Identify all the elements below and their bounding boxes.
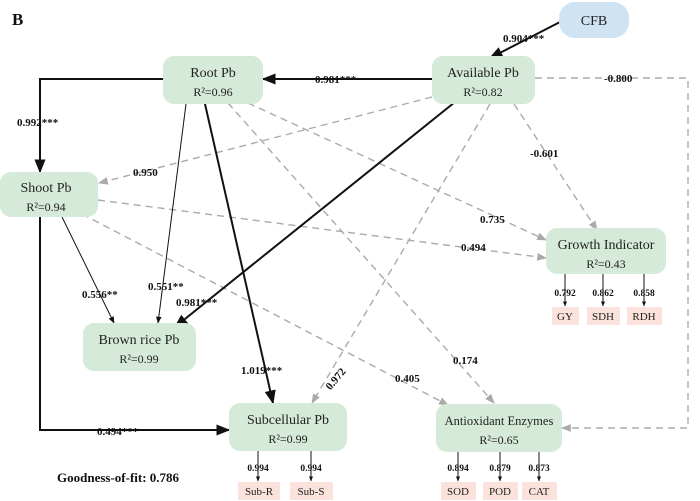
loading-gy: 0.792: [554, 289, 576, 299]
growth-indicators: 0.792 GY 0.862 SDH 0.858 RDH: [552, 274, 662, 325]
coef-available-subcell: 0.972: [323, 366, 348, 393]
goodness-of-fit: Goodness-of-fit: 0.786: [57, 470, 180, 485]
edge-root-subcell: [204, 103, 276, 405]
antiox-indicators: 0.894 SOD 0.879 POD 0.873 CAT: [441, 452, 557, 500]
node-antiox-r2: R²=0.65: [479, 433, 518, 447]
edge-root-growth: [247, 102, 547, 241]
coef-root-shoot: 0.992***: [17, 117, 59, 129]
loading-sdh: 0.862: [592, 289, 614, 299]
coef-shoot-growth: 0.494: [461, 242, 486, 254]
edge-cfb-available: [488, 21, 561, 59]
node-shoot-title: Shoot Pb: [21, 181, 72, 196]
coef-shoot-subcell: 0.494***: [97, 426, 139, 438]
node-subcellular-pb: Subcellular Pb R²=0.99: [229, 403, 347, 451]
node-growth-r2: R²=0.43: [586, 257, 625, 271]
node-cfb: CFB: [559, 2, 629, 38]
indicator-sub-r: Sub-R: [245, 486, 274, 498]
loading-rdh: 0.858: [633, 289, 655, 299]
dashed-edges: [81, 77, 689, 432]
node-growth-title: Growth Indicator: [558, 238, 655, 253]
coef-root-subcell: 1.019***: [241, 365, 283, 377]
indicator-sdh: SDH: [592, 311, 614, 323]
coef-available-brown: 0.981***: [176, 297, 218, 309]
loading-pod: 0.879: [489, 464, 511, 474]
node-root-pb: Root Pb R²=0.96: [163, 56, 263, 104]
node-brown-title: Brown rice Pb: [99, 333, 180, 348]
edge-available-brown: [173, 101, 456, 328]
edge-available-growth: [513, 103, 598, 231]
indicator-cat: CAT: [529, 486, 550, 498]
edge-shoot-subcell: [39, 217, 231, 436]
coef-available-root: 0.981***: [315, 74, 357, 86]
panel-label: B: [12, 10, 23, 29]
edge-root-shoot: [34, 78, 163, 174]
loading-sub-r: 0.994: [247, 464, 269, 474]
node-subcell-r2: R²=0.99: [268, 432, 307, 446]
edge-root-antiox: [227, 102, 495, 404]
loading-cat: 0.873: [528, 464, 550, 474]
node-antioxidant-enzymes: Antioxidant Enzymes R²=0.65: [436, 404, 562, 452]
coef-root-growth: 0.735: [480, 214, 505, 226]
indicator-pod: POD: [489, 486, 511, 498]
node-shoot-r2: R²=0.94: [26, 200, 65, 214]
coef-available-antiox: -0.800: [604, 73, 633, 85]
solid-edges: [34, 21, 561, 436]
node-brown-r2: R²=0.99: [119, 352, 158, 366]
coef-shoot-brown: 0.556**: [82, 289, 118, 301]
edge-available-subcell: [311, 103, 491, 404]
indicator-gy: GY: [557, 311, 573, 323]
node-cfb-title: CFB: [581, 14, 607, 29]
loading-sub-s: 0.994: [300, 464, 322, 474]
indicator-sod: SOD: [447, 486, 469, 498]
coef-root-brown: 0.551**: [148, 281, 184, 293]
node-shoot-pb: Shoot Pb R²=0.94: [0, 172, 98, 217]
coef-available-shoot: 0.950: [133, 167, 158, 179]
edge-shoot-antiox: [81, 213, 449, 406]
coef-available-growth: -0.601: [530, 148, 558, 160]
edge-available-shoot: [98, 96, 433, 185]
subcell-indicators: 0.994 Sub-R 0.994 Sub-S: [238, 451, 333, 500]
indicator-rdh: RDH: [632, 311, 655, 323]
edge-root-brown: [156, 103, 187, 324]
node-root-title: Root Pb: [190, 66, 236, 81]
coef-root-antiox: 0.174: [453, 355, 478, 367]
coef-shoot-antiox: 0.405: [395, 373, 420, 385]
coefficient-labels: 0.904*** 0.981*** -0.800 0.992*** 0.950 …: [17, 33, 633, 438]
node-brown-rice-pb: Brown rice Pb R²=0.99: [83, 323, 196, 371]
node-growth-indicator: Growth Indicator R²=0.43: [546, 228, 666, 274]
node-antiox-title: Antioxidant Enzymes: [445, 414, 554, 428]
node-root-r2: R²=0.96: [193, 85, 232, 99]
node-subcell-title: Subcellular Pb: [247, 413, 329, 428]
node-available-pb: Available Pb R²=0.82: [432, 56, 535, 104]
edge-available-antiox: [535, 77, 689, 432]
coef-cfb-available: 0.904***: [503, 33, 545, 45]
loading-sod: 0.894: [447, 464, 469, 474]
indicator-sub-s: Sub-S: [298, 486, 325, 498]
node-available-r2: R²=0.82: [463, 85, 502, 99]
edge-shoot-brown: [61, 216, 115, 324]
node-available-title: Available Pb: [447, 66, 519, 81]
